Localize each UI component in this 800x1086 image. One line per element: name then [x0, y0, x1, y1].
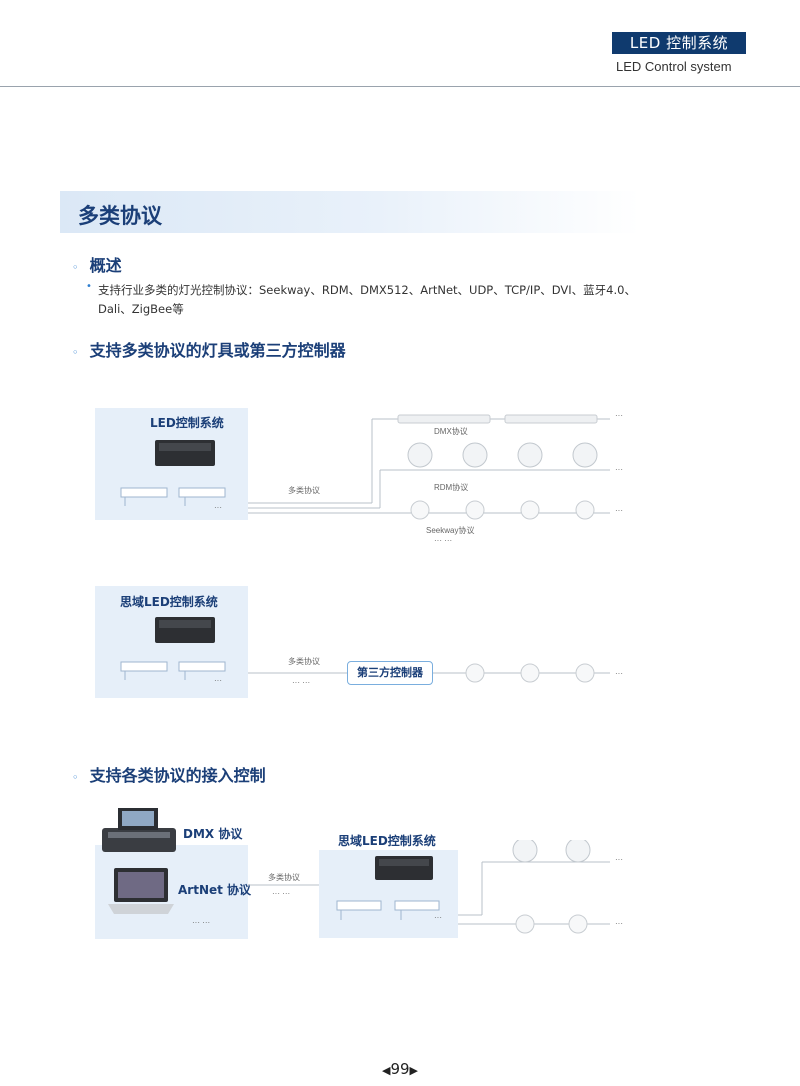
ellipsis: ··· ···: [434, 536, 453, 545]
ellipsis: ···: [214, 503, 222, 512]
controller-device-icon: [375, 856, 433, 880]
ellipsis: ···: [615, 465, 623, 474]
sub1-heading-row: ◦ 支持多类协议的灯具或第三方控制器: [72, 337, 346, 361]
ellipsis: ···: [434, 913, 442, 922]
diagram3-modules-svg: [336, 900, 440, 920]
section-title: 多类协议: [78, 204, 162, 228]
section-title-band: [60, 191, 640, 233]
diagram1-link-label: 多类协议: [288, 486, 320, 495]
module-box-icon: [178, 487, 226, 498]
page-number-text: 99: [390, 1060, 410, 1078]
lighting-console-icon: [102, 808, 176, 852]
ellipsis: ···: [615, 411, 623, 420]
seekway-label: Seekway协议: [426, 526, 475, 535]
artnet-protocol-label: ArtNet 协议: [178, 883, 252, 897]
diagram3-box-label: 思域LED控制系统: [338, 834, 436, 848]
controller-device-icon: [155, 440, 215, 466]
spot-light-icon: [520, 500, 540, 520]
header-title-cn: LED 控制系统: [612, 32, 746, 54]
sub1-heading: 支持多类协议的灯具或第三方控制器: [89, 341, 346, 360]
moving-head-light-icon: [517, 442, 543, 468]
spot-light-icon: [575, 663, 595, 683]
sub2-heading-row: ◦ 支持各类协议的接入控制: [72, 762, 266, 786]
bullet-icon: ◦: [72, 771, 79, 784]
light-bar-icon: [397, 414, 491, 424]
controller-device-icon: [155, 617, 215, 643]
header-divider: [0, 86, 800, 87]
arrow-left-icon: ◀: [381, 1064, 391, 1077]
rdm-label: RDM协议: [434, 483, 469, 492]
module-box-icon: [178, 661, 226, 672]
ellipsis: ···: [214, 676, 222, 685]
third-party-controller-box: 第三方控制器: [347, 661, 433, 685]
moving-head-light-icon: [462, 442, 488, 468]
spot-light-icon: [568, 914, 588, 934]
spot-light-icon: [575, 500, 595, 520]
arrow-right-icon: ▶: [409, 1064, 419, 1077]
laptop-icon: [108, 868, 174, 914]
bullet-icon: ◦: [72, 346, 79, 359]
moving-head-light-icon: [407, 442, 433, 468]
ellipsis: ··· ···: [192, 918, 211, 927]
header-title-en: LED Control system: [616, 59, 732, 74]
overview-heading-row: ◦ 概述: [72, 252, 122, 276]
overview-text: 支持行业多类的灯光控制协议：Seekway、RDM、DMX512、ArtNet、…: [98, 283, 636, 316]
module-box-icon: [394, 900, 440, 911]
module-box-icon: [336, 900, 382, 911]
ellipsis: ··· ···: [292, 678, 311, 687]
diagram1-box-label: LED控制系统: [150, 416, 224, 430]
overview-heading: 概述: [89, 256, 122, 275]
diagram3-svg: [248, 840, 610, 934]
diagram3-link-label: 多类协议: [268, 873, 300, 882]
ellipsis: ···: [615, 919, 623, 928]
spot-light-icon: [410, 500, 430, 520]
spot-light-icon: [520, 663, 540, 683]
dmx-protocol-label: DMX 协议: [183, 827, 243, 841]
diagram2-link-label: 多类协议: [288, 657, 320, 666]
spot-light-icon: [465, 500, 485, 520]
moving-head-light-icon: [512, 840, 538, 863]
spot-light-icon: [465, 663, 485, 683]
spot-light-icon: [515, 914, 535, 934]
ellipsis: ···: [615, 855, 623, 864]
diagram1-svg: [120, 414, 610, 520]
bullet-icon: ◦: [72, 261, 79, 274]
diagram2-svg: [120, 661, 610, 683]
moving-head-light-icon: [565, 840, 591, 863]
moving-head-light-icon: [572, 442, 598, 468]
module-box-icon: [120, 487, 168, 498]
bullet-dot-icon: •: [86, 281, 92, 292]
module-box-icon: [120, 661, 168, 672]
ellipsis: ··· ···: [272, 889, 291, 898]
ellipsis: ···: [615, 669, 623, 678]
dmx-label: DMX协议: [434, 427, 468, 436]
sub2-heading: 支持各类协议的接入控制: [89, 766, 266, 785]
ellipsis: ···: [615, 506, 623, 515]
light-bar-icon: [504, 414, 598, 424]
page-number: ◀99▶: [378, 1060, 422, 1078]
diagram2-box-label: 思域LED控制系统: [120, 595, 218, 609]
